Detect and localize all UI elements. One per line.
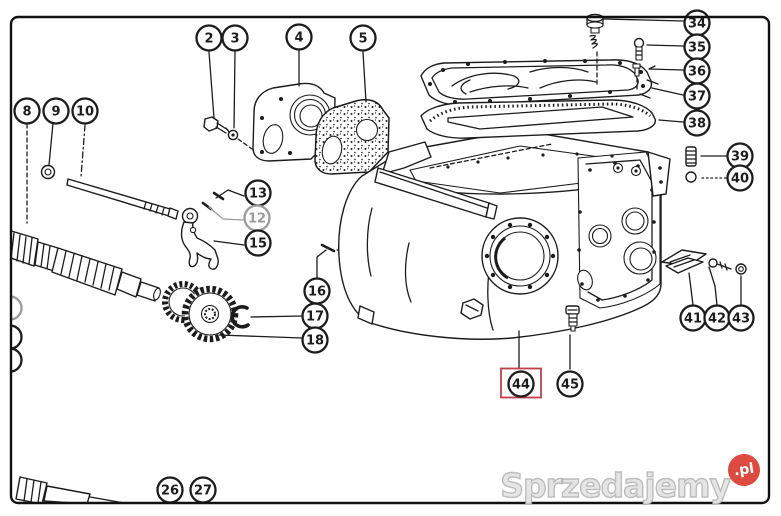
callout-16: 16 xyxy=(303,277,331,305)
shift-rod-10 xyxy=(66,178,179,220)
top-cover-37 xyxy=(420,59,659,106)
nut-43 xyxy=(735,263,747,275)
callout-5: 5 xyxy=(349,24,377,52)
callout-38: 38 xyxy=(683,109,711,137)
callout-35: 35 xyxy=(683,33,711,61)
svg-text:26: 26 xyxy=(161,484,179,499)
svg-text:40: 40 xyxy=(731,172,749,187)
callout-4: 4 xyxy=(285,23,313,51)
callout-36: 36 xyxy=(683,57,711,85)
svg-text:37: 37 xyxy=(688,90,706,105)
leader-lines xyxy=(26,18,742,370)
partial-callout xyxy=(12,324,23,350)
callout-34: 34 xyxy=(683,9,711,37)
ball-40 xyxy=(685,171,697,183)
bolt-35 xyxy=(633,37,645,61)
callout-15: 15 xyxy=(244,229,272,257)
svg-text:27: 27 xyxy=(194,484,212,499)
nut-9 xyxy=(40,164,56,180)
svg-text:17: 17 xyxy=(306,310,324,325)
snap-ring-17 xyxy=(230,305,250,329)
spring-39 xyxy=(685,146,697,167)
svg-text:9: 9 xyxy=(51,105,60,120)
svg-text:36: 36 xyxy=(688,65,706,80)
callout-12: 12 xyxy=(243,204,271,232)
bracket-41 xyxy=(661,249,707,274)
input-shaft xyxy=(12,229,161,302)
svg-text:43: 43 xyxy=(732,312,750,327)
shift-fork-15 xyxy=(180,207,219,270)
svg-text:35: 35 xyxy=(688,41,706,56)
bolt-42 xyxy=(708,258,732,271)
callout-43: 43 xyxy=(727,304,755,332)
callout-13: 13 xyxy=(244,179,272,207)
gear-cluster-18 xyxy=(162,281,239,343)
partial-callout xyxy=(12,347,23,373)
svg-text:41: 41 xyxy=(684,312,702,327)
callout-9: 9 xyxy=(42,97,70,125)
lower-shaft-fragment xyxy=(15,476,131,502)
svg-text:8: 8 xyxy=(22,105,31,120)
svg-text:45: 45 xyxy=(561,378,579,393)
screw-36 xyxy=(632,63,641,93)
diagram-frame xyxy=(9,15,771,505)
svg-text:38: 38 xyxy=(688,117,706,132)
callout-40: 40 xyxy=(726,164,754,192)
callout-41: 41 xyxy=(679,304,707,332)
svg-text:39: 39 xyxy=(731,150,749,165)
svg-text:18: 18 xyxy=(306,334,324,349)
svg-text:16: 16 xyxy=(308,285,326,300)
svg-text:15: 15 xyxy=(249,237,267,252)
svg-text:12: 12 xyxy=(248,212,266,227)
svg-text:42: 42 xyxy=(708,312,726,327)
callout-18: 18 xyxy=(301,326,329,354)
callout-10: 10 xyxy=(71,97,99,125)
svg-text:34: 34 xyxy=(688,17,706,32)
svg-text:3: 3 xyxy=(230,32,239,47)
callout-3: 3 xyxy=(221,24,249,52)
main-housing xyxy=(338,129,671,340)
washer-3 xyxy=(227,129,253,150)
callout-42: 42 xyxy=(703,304,731,332)
svg-text:13: 13 xyxy=(249,187,267,202)
drain-plug-45 xyxy=(565,305,580,332)
svg-text:4: 4 xyxy=(294,31,303,46)
callout-17: 17 xyxy=(301,302,329,330)
partial-callouts xyxy=(12,295,23,373)
callout-27: 27 xyxy=(189,476,217,504)
bolt-2 xyxy=(203,116,230,134)
svg-text:5: 5 xyxy=(358,32,367,47)
svg-text:10: 10 xyxy=(76,105,94,120)
svg-text:44: 44 xyxy=(512,378,530,393)
callout-45: 45 xyxy=(556,370,584,398)
callout-37: 37 xyxy=(683,82,711,110)
callout-39: 39 xyxy=(726,142,754,170)
gasket-5 xyxy=(314,98,390,175)
callout-2: 2 xyxy=(195,24,223,52)
svg-text:2: 2 xyxy=(204,32,213,47)
cover-gasket-38 xyxy=(420,99,656,139)
partial-callout xyxy=(12,295,23,321)
callout-8: 8 xyxy=(13,97,41,125)
callout-44: 44 xyxy=(500,367,542,399)
callout-26: 26 xyxy=(156,476,184,504)
